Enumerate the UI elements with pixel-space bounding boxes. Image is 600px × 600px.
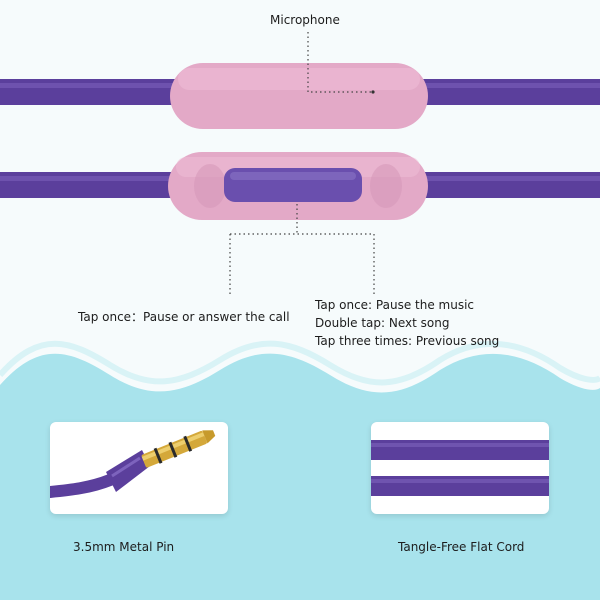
- remote-control: [168, 152, 428, 220]
- metal-pin-label: 3.5mm Metal Pin: [73, 540, 175, 554]
- microphone-label: Microphone: [270, 13, 340, 27]
- music-control-label-1: Tap once: Pause the music: [315, 298, 475, 312]
- leader-lines: [229, 32, 375, 296]
- microphone-housing: [170, 63, 428, 129]
- flat-cord-illustration: [371, 440, 549, 496]
- metal-pin-photo: [50, 422, 228, 514]
- music-control-label-3: Tap three times: Previous song: [315, 334, 500, 348]
- audio-jack-icon: [50, 430, 216, 498]
- call-control-label: Tap once：Pause or answer the call: [78, 310, 290, 324]
- wave-accent: [0, 340, 600, 386]
- microphone-leader: [307, 32, 373, 93]
- wave-background: [0, 353, 600, 600]
- flat-cord-photo: [371, 422, 549, 514]
- flat-cord-label: Tangle-Free Flat Cord: [398, 540, 525, 554]
- music-control-label-2: Double tap: Next song: [315, 316, 450, 330]
